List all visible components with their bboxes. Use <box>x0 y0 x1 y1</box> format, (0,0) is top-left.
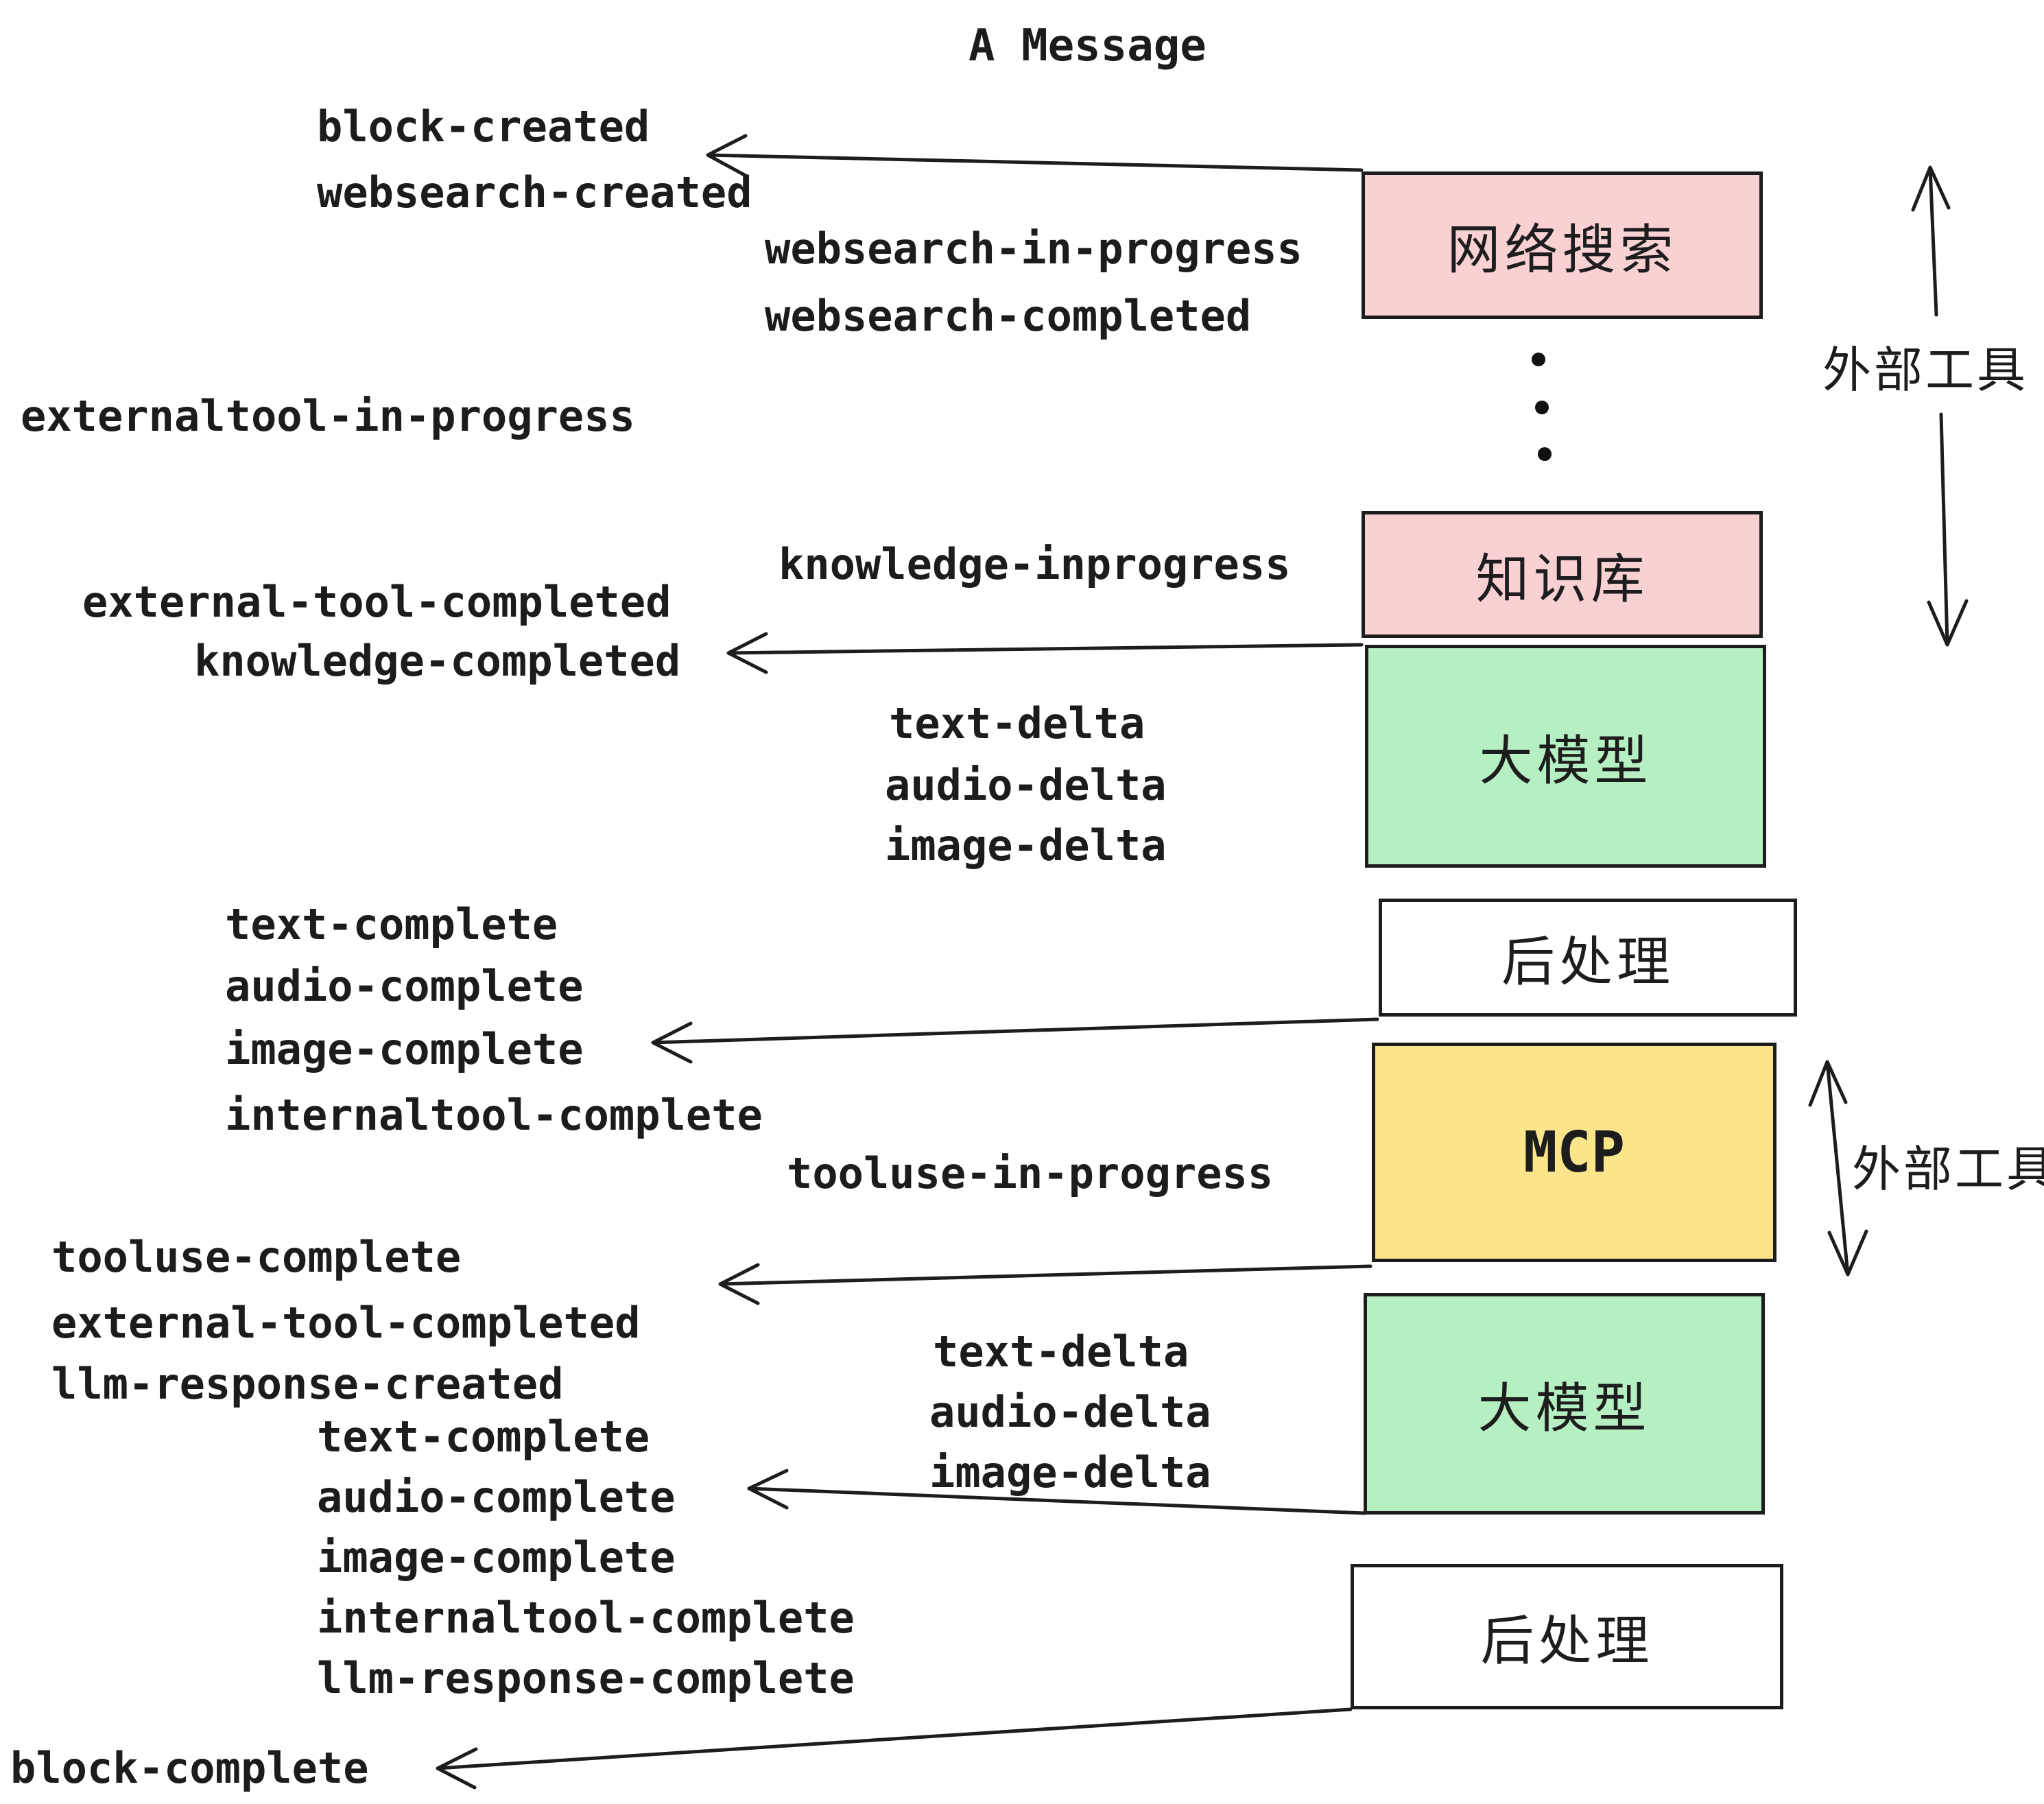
event-text-delta-2: text-delta <box>933 1327 1189 1377</box>
event-knowledge-inprogress: knowledge-inprogress <box>779 539 1291 589</box>
event-audio-delta: audio-delta <box>885 760 1167 810</box>
arrow-websearch-to-created <box>706 134 1364 178</box>
side-label-external-tools-2: 外部工具 <box>1852 1143 2044 1197</box>
box-knowledge-label: 知识库 <box>1475 548 1649 609</box>
event-audio-complete-2: audio-complete <box>317 1472 676 1522</box>
event-image-complete: image-complete <box>225 1024 584 1074</box>
double-arrow-external-tools-1 <box>1911 165 1969 647</box>
box-websearch-label: 网络搜索 <box>1447 219 1678 280</box>
event-image-delta: image-delta <box>885 820 1167 870</box>
event-audio-delta-2: audio-delta <box>929 1387 1211 1437</box>
box-llm-1-label: 大模型 <box>1479 730 1652 791</box>
box-llm-2: 大模型 <box>1364 1293 1765 1515</box>
arrow-mcp-to-tooluse-complete <box>718 1263 1372 1305</box>
box-llm-1: 大模型 <box>1365 645 1766 868</box>
event-block-complete: block-complete <box>10 1743 369 1793</box>
event-websearch-created: websearch-created <box>317 167 752 217</box>
event-llm-response-complete: llm-response-complete <box>317 1653 855 1703</box>
diagram-title: A Message <box>968 21 1207 71</box>
event-external-tool-completed-2: external-tool-completed <box>51 1298 641 1348</box>
event-text-complete: text-complete <box>225 899 558 949</box>
arrow-knowledge-to-completed <box>726 632 1364 674</box>
double-arrow-external-tools-2 <box>1808 1060 1868 1277</box>
box-websearch: 网络搜索 <box>1362 171 1763 319</box>
arrow-post2-to-block-complete <box>436 1707 1353 1790</box>
event-image-complete-2: image-complete <box>317 1532 676 1582</box>
event-audio-complete: audio-complete <box>225 961 584 1011</box>
box-post-processing-1-label: 后处理 <box>1501 931 1674 992</box>
box-knowledge: 知识库 <box>1362 511 1763 638</box>
side-label-external-tools-1: 外部工具 <box>1822 344 2029 398</box>
event-knowledge-completed: knowledge-completed <box>194 636 681 686</box>
box-mcp-label: MCP <box>1523 1119 1626 1185</box>
box-llm-2-label: 大模型 <box>1477 1377 1651 1438</box>
event-websearch-completed: websearch-completed <box>765 291 1252 341</box>
box-post-processing-1: 后处理 <box>1379 899 1797 1017</box>
event-external-tool-completed: external-tool-completed <box>82 577 672 627</box>
event-llm-response-created: llm-response-created <box>51 1359 564 1409</box>
event-text-delta: text-delta <box>889 698 1145 748</box>
box-post-processing-2-label: 后处理 <box>1480 1611 1654 1671</box>
box-mcp: MCP <box>1372 1043 1776 1262</box>
ellipsis-dot-3 <box>1538 447 1552 461</box>
event-tooluse-in-progress: tooluse-in-progress <box>787 1148 1274 1198</box>
event-tooluse-complete: tooluse-complete <box>51 1232 462 1282</box>
event-externaltool-in-progress: externaltool-in-progress <box>21 391 635 441</box>
event-image-delta-2: image-delta <box>929 1447 1211 1497</box>
event-internaltool-complete-2: internaltool-complete <box>317 1593 855 1643</box>
ellipsis-dot-2 <box>1535 401 1549 414</box>
event-internaltool-complete: internaltool-complete <box>225 1090 763 1140</box>
event-websearch-in-progress: websearch-in-progress <box>765 224 1303 274</box>
box-post-processing-2: 后处理 <box>1351 1564 1783 1709</box>
arrow-post1-to-complete <box>651 1017 1379 1064</box>
ellipsis-dot-1 <box>1532 353 1545 366</box>
event-text-complete-2: text-complete <box>317 1412 650 1462</box>
arrow-llm2-to-complete <box>747 1469 1367 1515</box>
event-block-created: block-created <box>317 102 650 152</box>
